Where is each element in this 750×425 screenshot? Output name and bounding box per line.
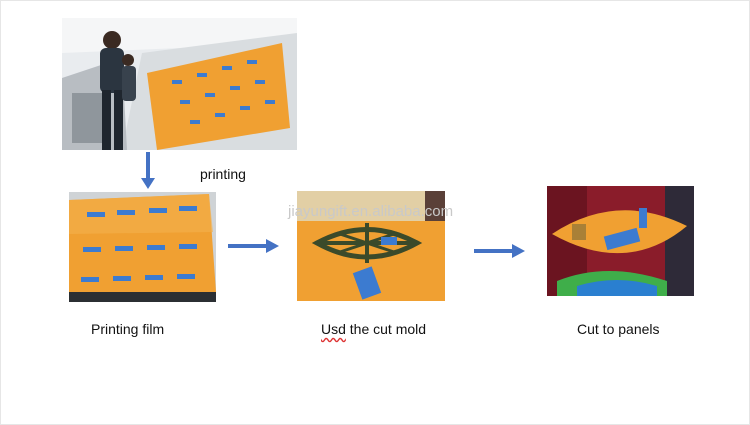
caption-cut-mold-rest: the cut mold — [345, 321, 427, 337]
caption-cut-mold-word-usd: Usd — [321, 321, 346, 337]
caption-cut-mold: Usd the cut mold — [321, 321, 426, 337]
caption-cut-to-panels: Cut to panels — [577, 321, 660, 337]
watermark: jiayungift.en.alibaba.com — [288, 203, 454, 220]
arrow-right-icon — [228, 239, 279, 253]
photo-cut-mold — [297, 191, 445, 301]
arrow-down-icon — [141, 152, 155, 189]
arrow-right-icon — [474, 244, 525, 258]
photo-printing-line — [62, 18, 297, 150]
caption-printing-film: Printing film — [91, 321, 165, 337]
photo-cut-panels — [547, 186, 694, 296]
photo-printing-film — [69, 192, 216, 302]
annotation-printing: printing — [200, 166, 246, 182]
